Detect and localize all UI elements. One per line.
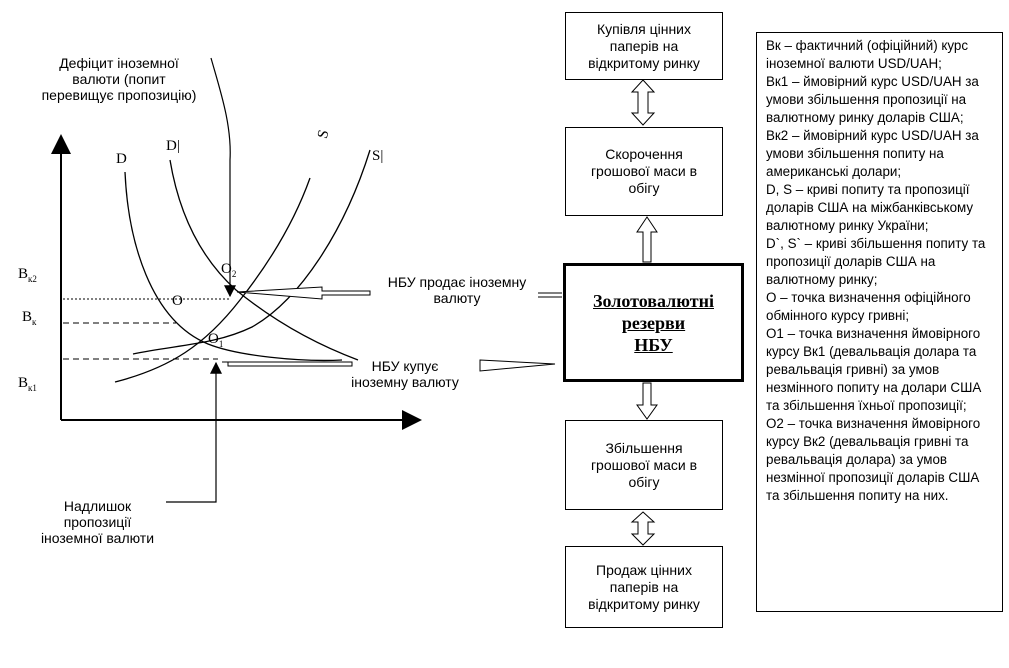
- deficit-pointer-arrow: [210, 57, 236, 298]
- double-arrow-increase-sell: [630, 511, 656, 546]
- deficit-label: Дефіцит іноземної валюти (попит перевищу…: [41, 55, 197, 103]
- legend-item-o: О – точка визначення офіційного обмінног…: [766, 290, 971, 323]
- surplus-label: Надлишок пропозиції іноземної валюти: [40, 498, 155, 546]
- sell-securities-box: Продаж цінних паперів на відкритому ринк…: [565, 546, 723, 628]
- axis-label-bk2: Вк2: [18, 266, 37, 284]
- legend-panel: Вк – фактичний (офіційний) курс іноземно…: [756, 32, 1003, 612]
- legend-item-o1: О1 – точка визначення ймовірного курсу В…: [766, 326, 982, 413]
- point-label-o: O: [172, 293, 183, 309]
- legend-item-bk1: Вк1 – ймовірний курс USD/UAH за умови зб…: [766, 74, 979, 125]
- nbu-buys-arrow: [222, 359, 556, 372]
- surplus-pointer-arrow: [166, 361, 222, 503]
- legend-item-d-s: D, S – криві попиту та пропозиції доларі…: [766, 182, 974, 233]
- legend-item-bk: Вк – фактичний (офіційний) курс іноземно…: [766, 38, 969, 71]
- supply-curve-s-prime: [132, 149, 371, 355]
- arrow-reserves-to-reduce: [636, 216, 658, 263]
- curve-label-d: D: [116, 151, 127, 167]
- arrow-reserves-to-increase: [636, 382, 658, 420]
- curve-label-s-prime: S|: [372, 148, 384, 164]
- demand-curve-d-prime: [169, 159, 359, 361]
- demand-curve-d: [124, 171, 343, 361]
- nbu-sells-arrow: [236, 286, 562, 300]
- reduce-money-box: Скорочення грошової маси в обігу: [565, 127, 723, 216]
- double-arrow-buy-reduce: [630, 79, 656, 126]
- increase-money-box: Збільшення грошової маси в обігу: [565, 420, 723, 510]
- axis-label-bk1: Вк1: [18, 375, 37, 393]
- nbu-buys-label: НБУ купує іноземну валюту: [351, 358, 459, 390]
- point-label-o1: O1: [208, 331, 224, 349]
- axis-label-bk: Вк: [22, 309, 37, 327]
- legend-item-bk2: Вк2 – ймовірний курс USD/UAH за умови зб…: [766, 128, 979, 179]
- curve-label-d-prime: D|: [166, 138, 180, 154]
- legend-item-o2: О2 – точка визначення ймовірного курсу В…: [766, 416, 981, 503]
- nbu-sells-label: НБУ продає іноземну валюту: [387, 274, 527, 306]
- legend-item-d-s-prime: D`, S` – криві збільшення попиту та проп…: [766, 236, 986, 287]
- buy-securities-box: Купівля цінних паперів на відкритому рин…: [565, 12, 723, 80]
- reserves-box: Золотовалютні резерви НБУ: [563, 263, 744, 382]
- point-label-o2: O2: [221, 261, 237, 279]
- supply-curve-s: [114, 177, 311, 383]
